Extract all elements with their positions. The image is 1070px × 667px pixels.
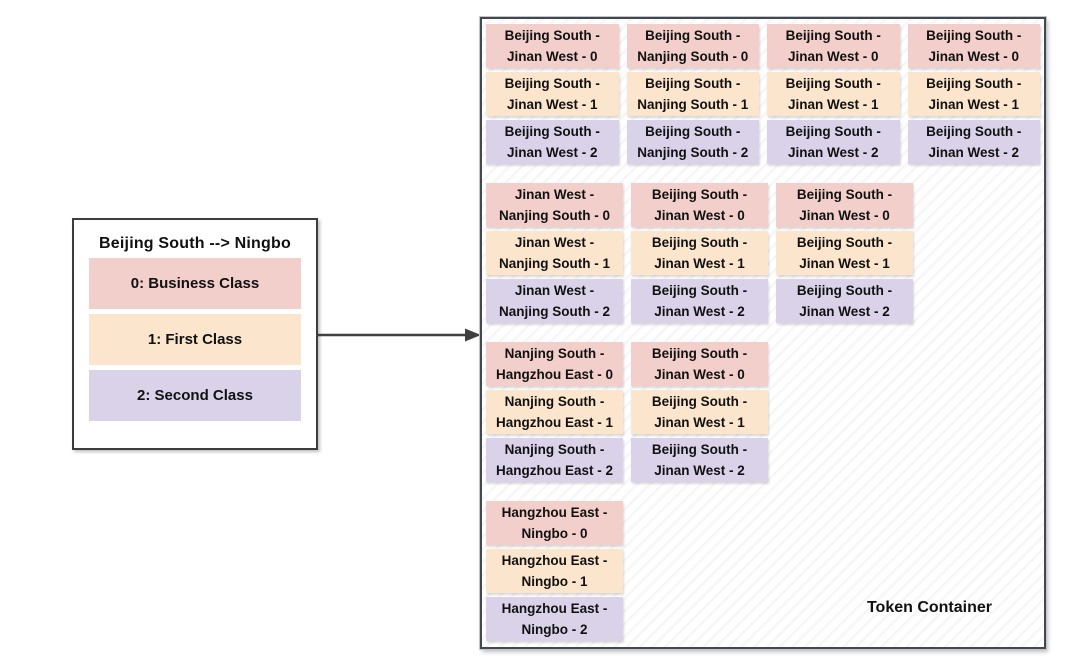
token: Beijing South - Jinan West - 1 — [631, 390, 768, 434]
token: Nanjing South - Hangzhou East - 1 — [486, 390, 623, 434]
token: Jinan West - Nanjing South - 0 — [486, 183, 623, 227]
token: Beijing South - Jinan West - 2 — [631, 279, 768, 323]
token: Beijing South - Jinan West - 2 — [631, 438, 768, 482]
token: Beijing South - Jinan West - 2 — [486, 120, 619, 164]
token-container-label: Token Container — [866, 599, 992, 616]
token: Beijing South - Jinan West - 0 — [631, 342, 768, 386]
legend-item-second-class: 2: Second Class — [89, 370, 301, 421]
arrow-right-icon — [318, 328, 481, 342]
token: Beijing South - Nanjing South - 0 — [626, 24, 759, 68]
token: Nanjing South - Hangzhou East - 2 — [486, 438, 623, 482]
token: Beijing South - Jinan West - 2 — [767, 120, 900, 164]
token: Beijing South - Jinan West - 1 — [776, 231, 913, 275]
token: Beijing South - Jinan West - 0 — [776, 183, 913, 227]
legend-item-business-class: 0: Business Class — [89, 258, 301, 309]
token: Beijing South - Jinan West - 2 — [907, 120, 1040, 164]
token: Beijing South - Jinan West - 1 — [767, 72, 900, 116]
token: Beijing South - Jinan West - 0 — [486, 24, 619, 68]
token: Hangzhou East - Ningbo - 1 — [486, 549, 623, 593]
token: Jinan West - Nanjing South - 2 — [486, 279, 623, 323]
route-title: Beijing South --> Ningbo — [99, 235, 291, 252]
token: Beijing South - Nanjing South - 1 — [626, 72, 759, 116]
token: Beijing South - Jinan West - 0 — [631, 183, 768, 227]
token: Hangzhou East - Ningbo - 2 — [486, 597, 623, 641]
token: Nanjing South - Hangzhou East - 0 — [486, 342, 623, 386]
token: Hangzhou East - Ningbo - 0 — [486, 501, 623, 545]
token: Beijing South - Jinan West - 0 — [767, 24, 900, 68]
token: Beijing South - Jinan West - 0 — [907, 24, 1040, 68]
token: Beijing South - Jinan West - 1 — [631, 231, 768, 275]
token: Beijing South - Nanjing South - 2 — [626, 120, 759, 164]
legend-item-first-class: 1: First Class — [89, 314, 301, 365]
token: Jinan West - Nanjing South - 1 — [486, 231, 623, 275]
route-legend-box: Beijing South --> Ningbo 0: Business Cla… — [72, 218, 318, 450]
token: Beijing South - Jinan West - 2 — [776, 279, 913, 323]
token: Beijing South - Jinan West - 1 — [486, 72, 619, 116]
token: Beijing South - Jinan West - 1 — [907, 72, 1040, 116]
